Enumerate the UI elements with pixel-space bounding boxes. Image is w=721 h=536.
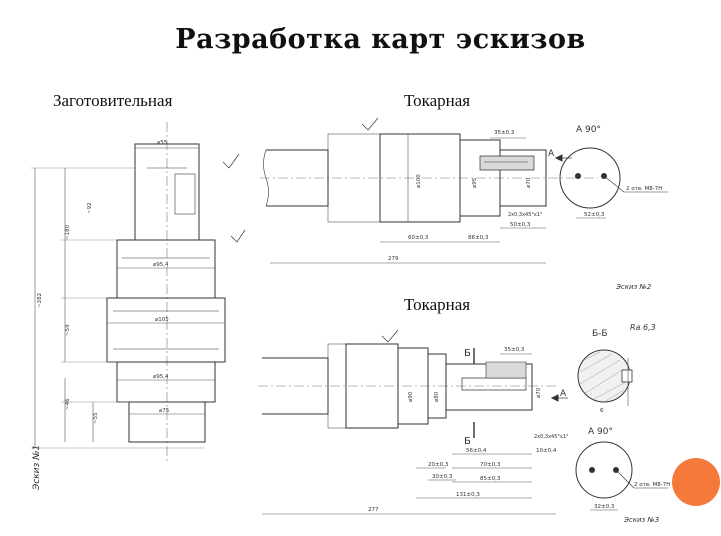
blank-dim-lower-dia: ⌀95,4: [153, 374, 169, 380]
turning2-section-mark-bottom: Б: [464, 436, 471, 447]
turning2-view-caption: А 90°: [588, 427, 613, 437]
turning2-view-label: А: [560, 389, 567, 399]
turning1-holes-callout: 2 отв. М8-7Н: [626, 186, 662, 192]
turning1-view-caption: А 90°: [576, 125, 601, 135]
turning1-view-label: А: [548, 149, 555, 159]
blank-sketch-caption: Эскиз №1: [32, 445, 42, 491]
turning1-dim-len-b: 86±0,3: [468, 235, 489, 241]
blank-dim-bottom-dia: ⌀75: [159, 408, 170, 414]
turning2-dim-len-e: 85±0,3: [480, 476, 501, 482]
turning1-dim-dia-2: ⌀95: [472, 177, 478, 188]
label-turning-operation-2: Токарная: [404, 295, 471, 314]
blank-dim-seg1: ~92: [87, 202, 93, 214]
turning2-dim-len-f: 131±0,3: [456, 492, 480, 498]
turning2-sketch-caption: Эскиз №3: [623, 516, 659, 524]
turning2-dim-len-g: 10±0,4: [536, 448, 557, 454]
turning1-dim-len-a: 60±0,3: [408, 235, 429, 241]
turning-sketch-2-drawing: 35±0,3 Б Б А ⌀90 ⌀80 ⌀70 20±0,3 30±0,3 5…: [258, 323, 670, 524]
turning2-dim-len-a: 20±0,3: [428, 462, 449, 468]
turning1-sketch-caption: Эскиз №2: [615, 283, 652, 291]
turning2-dim-hole-span: 32±0,3: [594, 504, 615, 510]
turning2-section-caption: Б-Б: [592, 329, 608, 339]
turning2-dim-dia-1: ⌀90: [408, 391, 414, 402]
turning2-dim-total-length: 277: [368, 507, 379, 513]
turning1-dim-dia-3: ⌀70: [526, 177, 532, 188]
turning2-section-mark-top: Б: [464, 348, 471, 359]
turning2-dim-len-d: 70±0,3: [480, 462, 501, 468]
turning1-dim-total-length: 279: [388, 256, 399, 262]
turning1-dim-hole-span: 52±0,3: [584, 212, 605, 218]
blank-dim-seg4: ~46: [65, 398, 71, 410]
blank-dim-mid-dia: ⌀105: [155, 317, 169, 323]
blank-dim-upper-dia: ⌀95,4: [153, 262, 169, 268]
turning1-dim-chamfer: 2х0,3х45°х1°: [508, 212, 543, 218]
turning2-dim-len-c: 56±0,4: [466, 448, 487, 454]
turning1-dim-slot-width: 35±0,3: [494, 130, 515, 136]
turning2-dim-dia-2: ⌀80: [434, 391, 440, 402]
label-turning-operation-1: Токарная: [404, 91, 471, 110]
blank-dim-top-dia: ⌀55: [157, 140, 168, 146]
turning2-dim-slot-width: 35±0,3: [504, 347, 525, 353]
blank-dim-seg2: ~180: [65, 224, 71, 240]
orange-accent-circle: [672, 458, 720, 506]
blank-dim-seg5: ~55: [93, 412, 99, 424]
turning2-dim-len-b: 30±0,3: [432, 474, 453, 480]
slide-title: Разработка карт эскизов: [175, 24, 586, 55]
turning1-dim-dia-1: ⌀100: [416, 174, 422, 188]
turning2-dim-chamfer: 2х0,3х45°х1°: [534, 434, 569, 440]
turning1-dim-len-c: 50±0,3: [510, 222, 531, 228]
turning2-holes-callout: 2 отв. М8-7Н: [634, 482, 670, 488]
blank-dim-seg3: ~59: [65, 324, 71, 336]
turning2-dim-keyway: 6: [600, 408, 604, 414]
blank-dim-total-length: ~282: [37, 293, 43, 308]
turning2-roughness: Ra 6,3: [630, 323, 656, 332]
blank-sketch-drawing: ⌀55 ⌀95,4 ⌀105 ⌀95,4 ⌀75 ~282 ~92 ~180 ~…: [31, 122, 246, 491]
label-blank-operation: Заготовительная: [53, 91, 173, 110]
turning2-dim-dia-3: ⌀70: [536, 387, 542, 398]
turning-sketch-1-drawing: 35±0,3 А ⌀100 ⌀95 ⌀70 60±0,3 86±0,3 50±0…: [260, 117, 668, 291]
